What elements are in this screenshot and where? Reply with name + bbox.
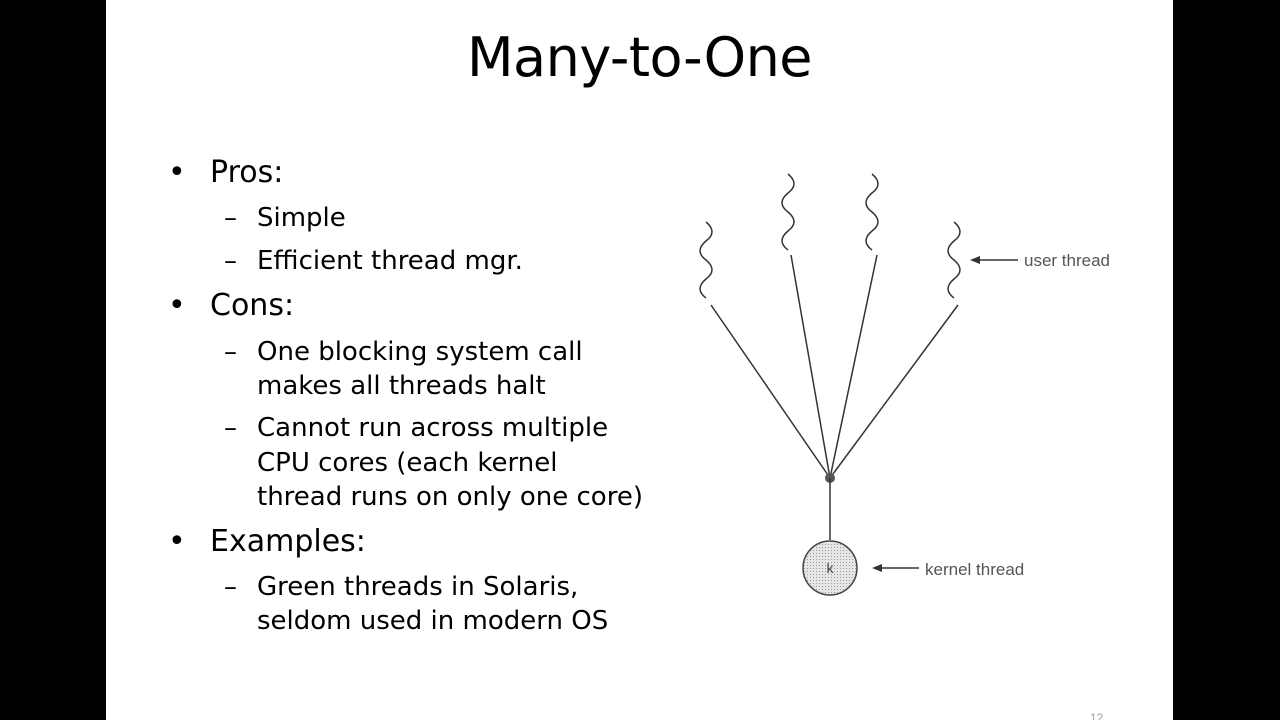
kernel-thread-node [802, 540, 858, 596]
slide: Many-to-One • Pros: – Simple – Efficient… [106, 0, 1173, 720]
slide-title: Many-to-One [466, 26, 813, 89]
sub-item-line: thread runs on only one core) [257, 482, 643, 512]
user-thread-squiggle [781, 173, 795, 251]
dash-marker: – [224, 246, 237, 276]
dash-marker: – [224, 337, 237, 367]
sub-item-line: seldom used in modern OS [257, 606, 609, 636]
user-thread-squiggle [865, 173, 879, 251]
many-to-one-diagram: k user thread kernel thread [699, 173, 1110, 596]
slide-number: 12 [1090, 711, 1104, 720]
arrowhead-icon [970, 256, 980, 264]
thread-connector-line [829, 304, 959, 479]
kernel-node-letter: k [827, 560, 835, 576]
sub-item: Simple [257, 203, 346, 233]
dash-marker: – [224, 572, 237, 602]
bullet-pros: Pros: [210, 155, 284, 190]
bullet-examples: Examples: [210, 524, 366, 559]
thread-connector-line [790, 254, 831, 479]
thread-connector-line [829, 254, 878, 479]
user-thread-squiggle [947, 221, 961, 299]
user-thread-label: user thread [1024, 251, 1110, 270]
sub-item-line: One blocking system call [257, 337, 583, 367]
bullet-marker: • [168, 288, 186, 323]
kernel-thread-label: kernel thread [925, 560, 1024, 579]
dash-marker: – [224, 203, 237, 233]
sub-item-line: CPU cores (each kernel [257, 448, 558, 478]
thread-connector-line [710, 304, 831, 479]
sub-item-line: makes all threads halt [257, 371, 546, 401]
bullet-marker: • [168, 155, 186, 190]
bullet-cons: Cons: [210, 288, 295, 323]
sub-item-line: Cannot run across multiple [257, 413, 609, 443]
arrowhead-icon [872, 564, 882, 572]
user-thread-squiggle [699, 221, 713, 299]
sub-item-line: Green threads in Solaris, [257, 572, 579, 602]
dash-marker: – [224, 413, 237, 443]
bullet-marker: • [168, 524, 186, 559]
sub-item: Efficient thread mgr. [257, 246, 523, 276]
